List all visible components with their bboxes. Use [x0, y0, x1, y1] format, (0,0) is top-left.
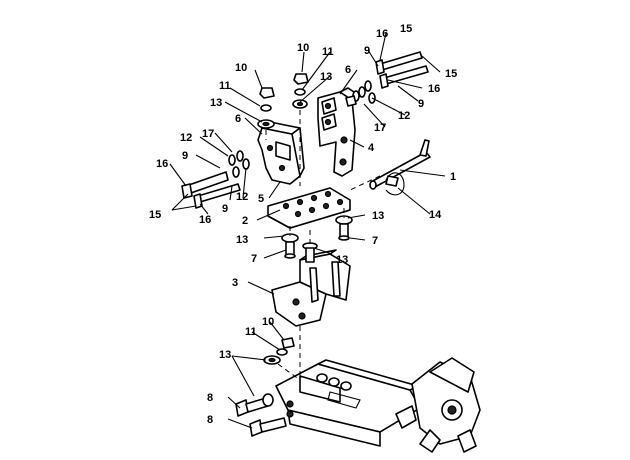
- callout-7: 7: [372, 235, 378, 247]
- callout-13: 13: [219, 349, 231, 361]
- callout-10: 10: [262, 316, 274, 328]
- plate-bolts-and-washers: [281, 215, 353, 263]
- callout-12: 12: [180, 132, 192, 144]
- callout-10: 10: [297, 42, 309, 54]
- callout-10: 10: [235, 62, 247, 74]
- callout-17: 17: [374, 122, 386, 134]
- hitch-pin-clip-part-14: [385, 172, 405, 196]
- callout-6: 6: [345, 64, 351, 76]
- hardware-stack-top-center: [292, 73, 309, 109]
- callout-8: 8: [207, 414, 213, 426]
- callout-16: 16: [376, 28, 388, 40]
- lower-hardware-stack: [235, 337, 295, 437]
- callout-13: 13: [236, 234, 248, 246]
- callout-7: 7: [251, 253, 257, 265]
- base-plate-part-2: [267, 187, 351, 229]
- callout-16: 16: [428, 83, 440, 95]
- callout-6: 6: [235, 113, 241, 125]
- callout-16: 16: [156, 158, 168, 170]
- callout-3: 3: [232, 277, 238, 289]
- callout-13: 13: [210, 97, 222, 109]
- callout-11: 11: [245, 326, 257, 338]
- tractor-frame-rail: [275, 359, 421, 447]
- callout-2: 2: [242, 215, 248, 227]
- callout-13: 13: [320, 71, 332, 83]
- axle-pivot-housing: [395, 357, 481, 453]
- callout-labels: 1 2 3 4 5 6 6 7 7 8 8 9 9 9 9 10 10 10 1…: [149, 23, 457, 426]
- callout-9: 9: [182, 150, 188, 162]
- callout-1: 1: [450, 171, 456, 183]
- callout-9: 9: [222, 203, 228, 215]
- hardware-stack-right: [345, 51, 429, 107]
- callout-11: 11: [322, 46, 334, 58]
- callout-12: 12: [236, 191, 248, 203]
- callout-15: 15: [445, 68, 457, 80]
- callout-14: 14: [429, 209, 442, 221]
- alignment-lines: [265, 110, 381, 381]
- callout-17: 17: [202, 128, 214, 140]
- callout-8: 8: [207, 392, 213, 404]
- hardware-stack-top-left: [257, 87, 275, 129]
- callout-11: 11: [219, 80, 231, 92]
- lower-mount-bracket-part-3: [271, 249, 351, 327]
- callout-15: 15: [149, 209, 161, 221]
- callout-5: 5: [258, 193, 264, 205]
- callout-13: 13: [336, 254, 348, 266]
- left-upright-bracket-part-5: [257, 121, 305, 185]
- hardware-stack-left: [181, 150, 250, 209]
- leader-lines: [169, 32, 446, 429]
- callout-9: 9: [418, 98, 424, 110]
- callout-9: 9: [364, 45, 370, 57]
- callout-4: 4: [368, 142, 375, 154]
- rod-part-1: [369, 139, 431, 190]
- callout-13: 13: [372, 210, 384, 222]
- callout-12: 12: [398, 110, 410, 122]
- callout-16: 16: [199, 214, 211, 226]
- callout-15: 15: [400, 23, 412, 35]
